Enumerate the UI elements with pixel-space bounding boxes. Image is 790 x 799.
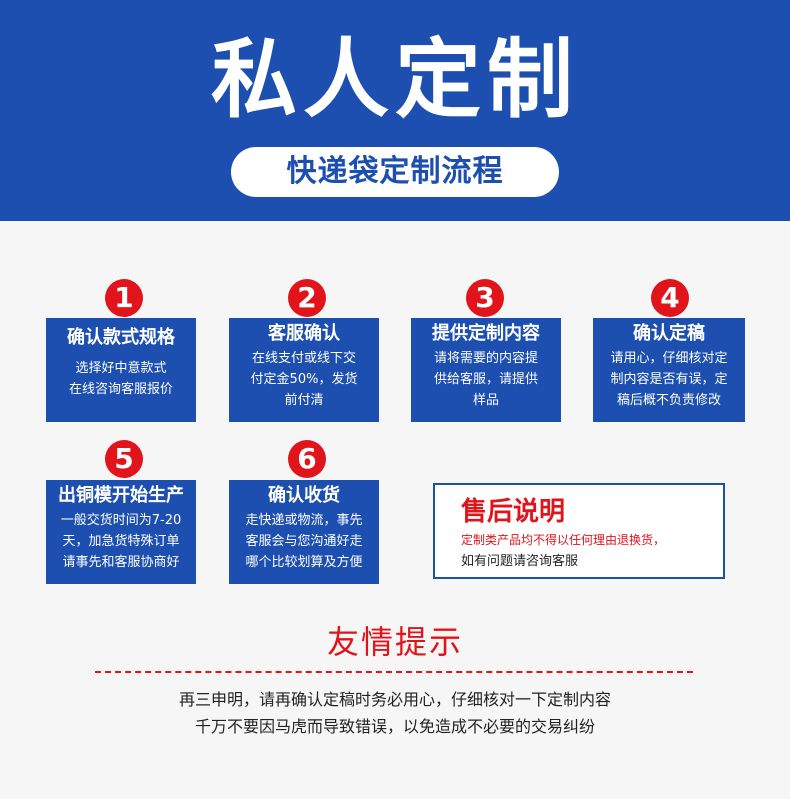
step-card-4: 确认定稿 请用心，仔细核对定 制内容是否有误，定 稿后概不负责修改 xyxy=(593,318,745,422)
after-sales-heading: 售后说明 xyxy=(461,497,566,527)
after-sales-box: 售后说明 定制类产品均不得以任何理由退换货， 如有问题请咨询客服 xyxy=(433,483,725,579)
step-title: 确认收货 xyxy=(268,485,340,506)
step-desc-line: 哪个比较划算及方便 xyxy=(245,555,363,570)
process-subtitle: 快递袋定制流程 xyxy=(231,147,559,197)
step-desc-line: 在线咨询客服报价 xyxy=(68,382,173,397)
step-desc-line: 制内容是否有误，定 xyxy=(610,372,728,387)
tips-line: 再三申明，请再确认定稿时务必用心，仔细核对一下定制内容 xyxy=(178,690,611,709)
step-card-3: 提供定制内容 请将需要的内容提 供给客服，请提供 样品 xyxy=(411,318,561,422)
step-number-5: 5 xyxy=(105,440,143,478)
step-desc-line: 客服会与您沟通好走 xyxy=(245,534,363,549)
step-number-1: 1 xyxy=(105,279,143,317)
step-number-4: 4 xyxy=(651,279,689,317)
step-title: 客服确认 xyxy=(268,323,340,344)
step-title: 提供定制内容 xyxy=(432,323,540,344)
step-desc-line: 走快递或物流，事先 xyxy=(245,513,363,528)
step-desc-line: 请将需要的内容提 xyxy=(433,351,538,366)
step-desc-line: 请用心，仔细核对定 xyxy=(610,351,728,366)
tips-line: 千万不要因马虎而导致错误，以免造成不必要的交易纠纷 xyxy=(194,717,595,736)
step-desc-line: 稿后概不负责修改 xyxy=(616,393,721,408)
step-desc-line: 天，加急货特殊订单 xyxy=(62,534,180,549)
step-card-2: 客服确认 在线支付或线下交 付定金50%，发货 前付清 xyxy=(229,318,379,422)
step-desc-line: 请事先和客服协商好 xyxy=(62,555,180,570)
after-sales-line: 如有问题请咨询客服 xyxy=(461,554,579,569)
step-number-2: 2 xyxy=(288,279,326,317)
step-desc-line: 选择好中意款式 xyxy=(75,361,167,376)
step-desc-line: 付定金50%，发货 xyxy=(250,372,358,387)
step-card-6: 确认收货 走快递或物流，事先 客服会与您沟通好走 哪个比较划算及方便 xyxy=(229,480,379,584)
step-number-3: 3 xyxy=(466,279,504,317)
dashed-divider xyxy=(95,671,693,673)
step-number-6: 6 xyxy=(288,440,326,478)
step-desc-line: 样品 xyxy=(472,393,499,408)
step-desc-line: 供给客服，请提供 xyxy=(433,372,538,387)
step-card-1: 确认款式规格 选择好中意款式 在线咨询客服报价 xyxy=(46,318,196,422)
step-title: 确认款式规格 xyxy=(67,327,175,348)
after-sales-line: 定制类产品均不得以任何理由退换货， xyxy=(461,533,666,547)
step-title: 出铜模开始生产 xyxy=(58,485,184,506)
step-desc-line: 一般交货时间为7-20 xyxy=(60,513,182,528)
step-desc-line: 在线支付或线下交 xyxy=(251,351,356,366)
step-card-5: 出铜模开始生产 一般交货时间为7-20 天，加急货特殊订单 请事先和客服协商好 xyxy=(46,480,196,584)
step-desc-line: 前付清 xyxy=(284,393,324,408)
page-title: 私人定制 xyxy=(211,30,579,130)
step-title: 确认定稿 xyxy=(633,323,705,344)
tips-heading: 友情提示 xyxy=(326,623,463,661)
